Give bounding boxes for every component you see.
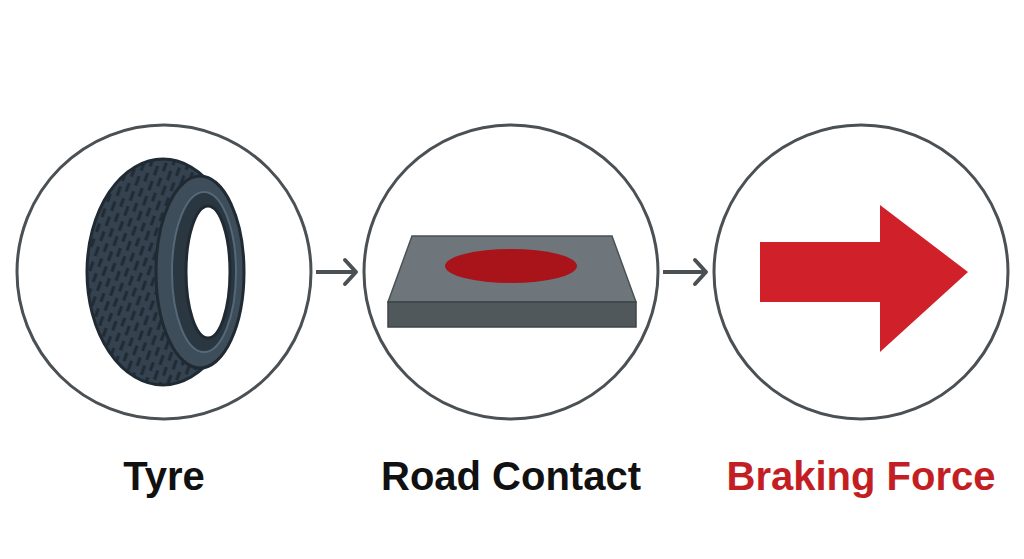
circle-node: Braking Force (712, 123, 1010, 421)
node-label: Road Contact (372, 453, 650, 500)
road-slab-icon (388, 236, 636, 327)
node-label: Braking Force (722, 453, 1000, 500)
circle-outline (15, 123, 313, 421)
node-label: Tyre (25, 453, 303, 500)
tyre-icon (87, 159, 244, 385)
flow-arrow (663, 260, 706, 284)
force-arrow-icon (760, 205, 968, 352)
circle-outline (712, 123, 1010, 421)
flow-arrow (316, 260, 356, 284)
circle-outline (362, 123, 660, 421)
circle-node: Tyre (15, 123, 313, 421)
circle-node: Road Contact (362, 123, 660, 421)
